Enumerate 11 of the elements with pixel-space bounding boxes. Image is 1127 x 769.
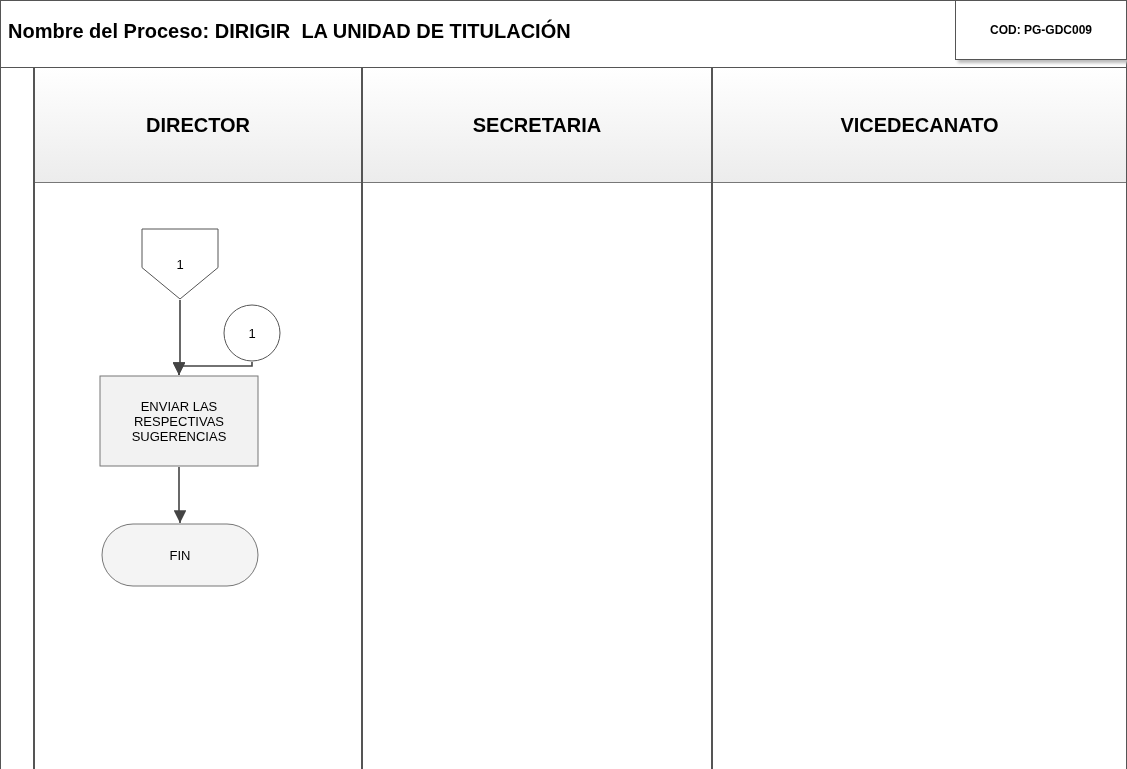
swimlane xyxy=(712,68,1127,769)
swimlane xyxy=(362,68,712,769)
connector-circle: 1 xyxy=(223,304,281,362)
process-title: Nombre del Proceso: DIRIGIR LA UNIDAD DE TITULACIÓN xyxy=(8,20,571,43)
arrow xyxy=(173,466,187,524)
arrow xyxy=(172,361,253,376)
process-box: ENVIAR LAS RESPECTIVAS SUGERENCIAS xyxy=(99,375,259,467)
process-code: COD: PG-GDC009 xyxy=(955,0,1127,60)
offpage-connector: 1 xyxy=(141,228,219,300)
terminal-shape: FIN xyxy=(101,523,259,587)
swimlane xyxy=(34,68,362,769)
